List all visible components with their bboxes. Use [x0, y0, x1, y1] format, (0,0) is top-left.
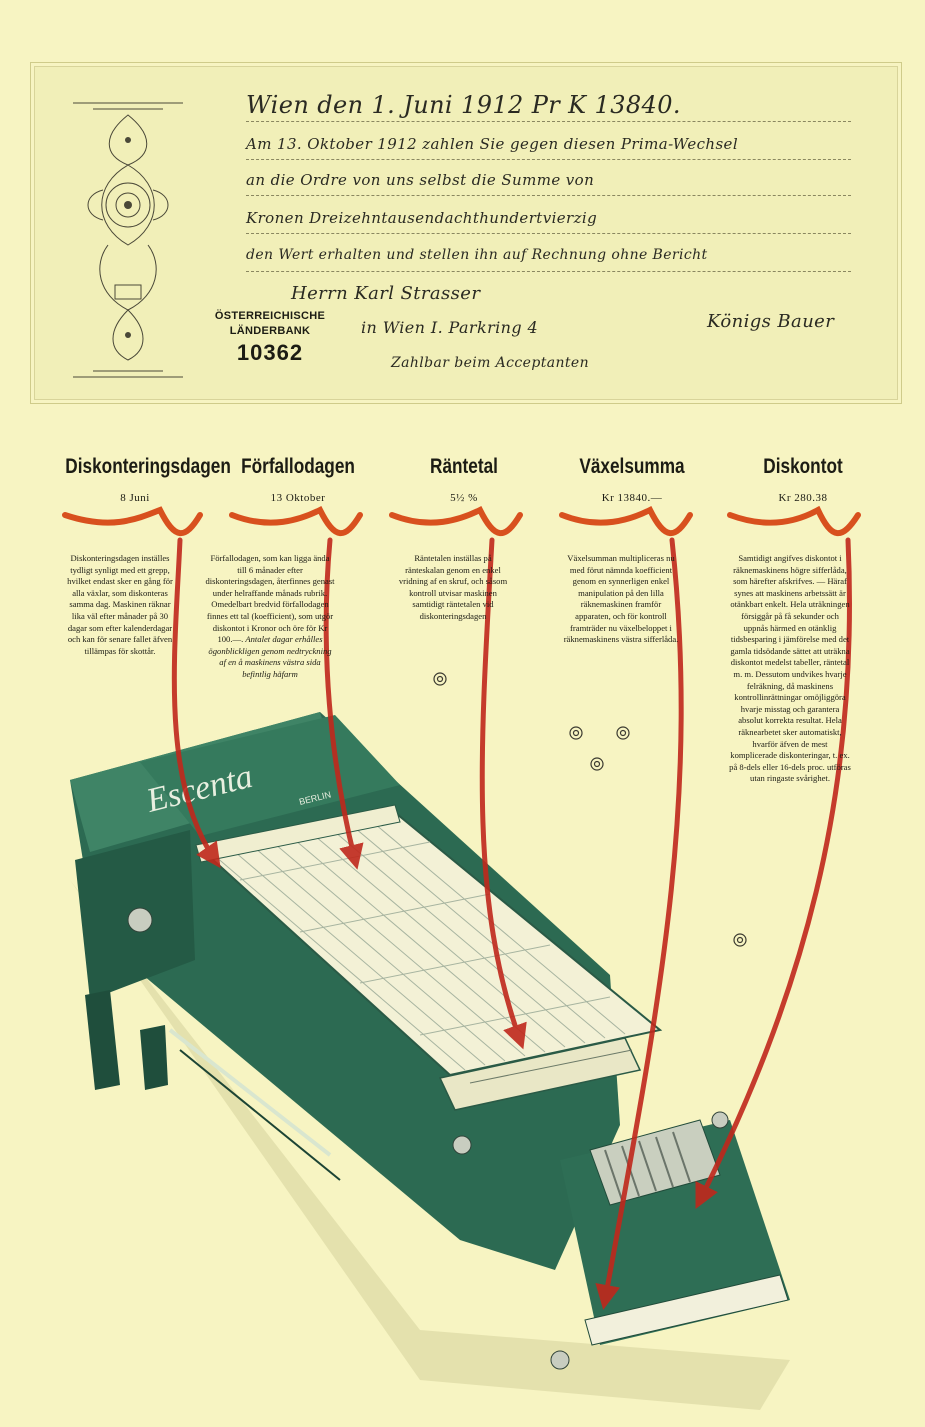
column-value-diskontot: Kr 280.38 [778, 492, 828, 504]
bank-number: 10362 [236, 340, 304, 365]
bill-line-drawee: Herrn Karl Strasser [291, 283, 481, 304]
column-title-vaxelsumma: Växelsumma [579, 455, 685, 478]
heading-bracket [62, 505, 861, 537]
bill-line-order: an die Ordre von uns selbst die Summe vo… [246, 171, 595, 189]
column-text-vaxelsumma: Växelsumman multipliceras nu med förut n… [563, 553, 679, 645]
bill-line-payable: Zahlbar beim Acceptanten [391, 355, 590, 371]
column-text-diskontot: Samtidigt angifves diskontot i räknemask… [729, 553, 851, 784]
bill-line-sum: Kronen Dreizehntausendachthundertvierzig [246, 209, 598, 227]
column-text-diskonteringsdagen: Diskonteringsdagen inställes tydligt syn… [67, 553, 173, 656]
ornamental-border-icon [73, 102, 183, 378]
column-title-rantetal: Räntetal [430, 455, 498, 478]
column-value-diskonteringsdagen: 8 Juni [120, 492, 150, 504]
column-value-vaxelsumma: Kr 13840.— [601, 492, 663, 504]
bill-rule [246, 271, 851, 272]
column-text-rantetal: Räntetalen inställas på ränteskalan geno… [398, 553, 508, 621]
column-text-forfallodagen-italic: Antalet dagar erhålles ögonblickligen ge… [208, 634, 332, 679]
column-text-forfallodagen-regular: Förfallodagen, som kan ligga ända till 6… [205, 553, 335, 645]
bill-line-date-amount: Wien den 1. Juni 1912 Pr K 13840. [246, 91, 681, 119]
column-title-diskonteringsdagen: Diskonteringsdagen [65, 455, 231, 478]
bill-line-address: in Wien I. Parkring 4 [361, 318, 539, 337]
machine-body [70, 712, 620, 1270]
bill-line-value: den Wert erhalten und stellen ihn auf Re… [246, 247, 708, 263]
bill-rule [246, 233, 851, 234]
bill-line-due: Am 13. Oktober 1912 zahlen Sie gegen die… [246, 135, 739, 153]
bill-rule [246, 121, 851, 122]
bill-signature: Königs Bauer [707, 311, 835, 332]
bill-of-exchange: ÖSTERREICHISCHE LÄNDERBANK 10362 Wien de… [30, 62, 902, 404]
bill-rule [246, 159, 851, 160]
column-title-forfallodagen: Förfallodagen [241, 455, 355, 478]
bank-name: ÖSTERREICHISCHE LÄNDERBANK [214, 310, 326, 337]
machine-brand: Escenta [142, 758, 256, 820]
column-value-forfallodagen: 13 Oktober [270, 492, 326, 504]
column-value-rantetal: 5½ % [450, 492, 478, 504]
column-title-diskontot: Diskontot [763, 455, 843, 478]
column-text-forfallodagen: Förfallodagen, som kan ligga ända till 6… [205, 553, 335, 681]
bill-rule [246, 195, 851, 196]
machine-sub-brand: BERLIN [298, 789, 332, 807]
knob-icon [433, 672, 747, 947]
